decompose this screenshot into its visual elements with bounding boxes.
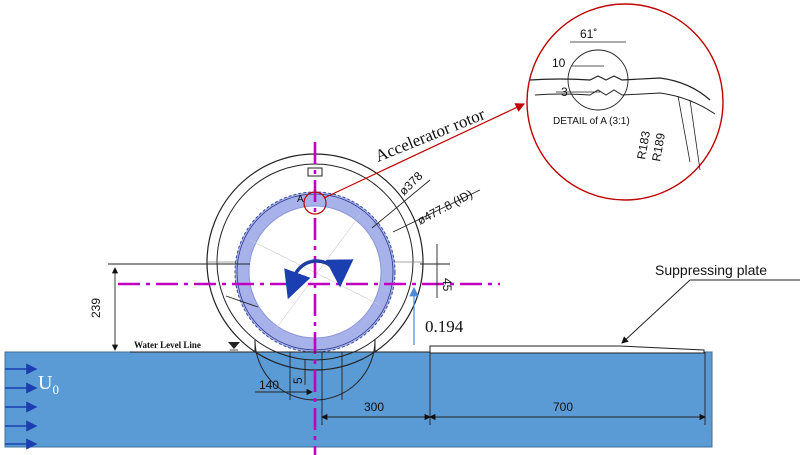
svg-text:3: 3 [561, 85, 568, 99]
velocity-value: 0.194 [425, 317, 464, 336]
water-level-triangle-icon [228, 342, 240, 349]
detail-a-marker [303, 191, 327, 215]
svg-text:ø378: ø378 [396, 169, 425, 198]
svg-text:700: 700 [553, 400, 573, 414]
suppressing-plate-label: Suppressing plate [655, 262, 767, 278]
suppressing-plate [429, 345, 705, 354]
accelerator-rotor-label: Accelerator rotor [372, 104, 488, 165]
inflow-label: U0 [38, 372, 59, 397]
svg-text:140: 140 [259, 378, 279, 392]
svg-text:45: 45 [440, 278, 454, 292]
water-body [4, 351, 713, 448]
svg-text:239: 239 [89, 298, 103, 318]
callout-line [323, 103, 526, 199]
svg-text:10: 10 [552, 56, 566, 70]
svg-text:DETAIL of A (3:1): DETAIL of A (3:1) [553, 116, 630, 127]
svg-text:300: 300 [364, 400, 384, 414]
inflow-arrows [5, 363, 38, 450]
svg-text:ø477.8 (ID): ø477.8 (ID) [415, 187, 475, 228]
svg-text:R189: R189 [649, 132, 668, 163]
water-level-label: Water Level Line [134, 340, 201, 350]
svg-text:R183: R183 [634, 130, 653, 161]
svg-text:5: 5 [291, 377, 305, 384]
svg-text:A: A [297, 194, 304, 205]
svg-text:61˚: 61˚ [580, 27, 597, 41]
detail-a-view [526, 3, 724, 201]
